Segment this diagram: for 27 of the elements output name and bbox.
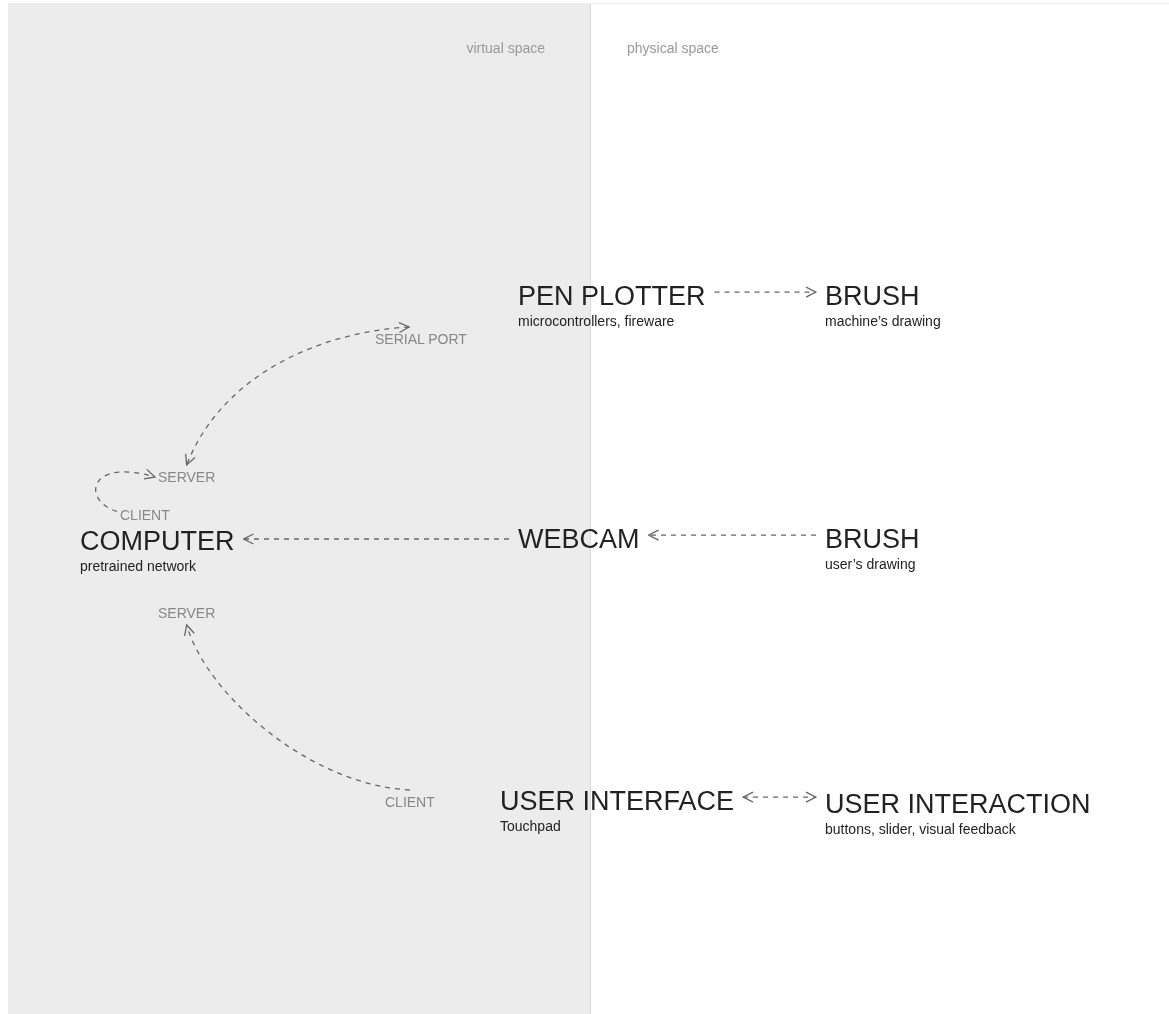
component-title: PEN PLOTTER (518, 280, 706, 312)
component-title: BRUSH (825, 280, 921, 312)
dashed-arrow (242, 533, 510, 545)
dashed-arrow (647, 529, 817, 541)
component-title: COMPUTER (80, 525, 235, 557)
component-description: buttons, slider, visual feedback (825, 820, 1017, 838)
dashed-arrow (95, 469, 156, 513)
port-label: CLIENT (120, 506, 170, 524)
port-label: SERIAL PORT (375, 330, 467, 348)
component-description: Touchpad (500, 817, 562, 835)
dashed-arrow (184, 624, 411, 791)
component-title: USER INTERACTION (825, 788, 1091, 820)
dashed-arrow (185, 322, 410, 466)
port-label: CLIENT (385, 793, 435, 811)
dashed-arrow (713, 286, 817, 298)
component-title: WEBCAM (518, 523, 640, 555)
port-label: SERVER (158, 468, 216, 486)
port-label: SERVER (158, 604, 216, 622)
component-description: pretrained network (80, 557, 197, 575)
component-description: user’s drawing (825, 555, 917, 573)
space-label: physical space (627, 40, 719, 56)
component-description: microcontrollers, fireware (518, 312, 676, 330)
dashed-arrow (742, 791, 817, 803)
component-title: USER INTERFACE (500, 785, 735, 817)
component-description: machine’s drawing (825, 312, 941, 330)
space-label: virtual space (466, 40, 545, 56)
component-title: BRUSH (825, 523, 920, 555)
